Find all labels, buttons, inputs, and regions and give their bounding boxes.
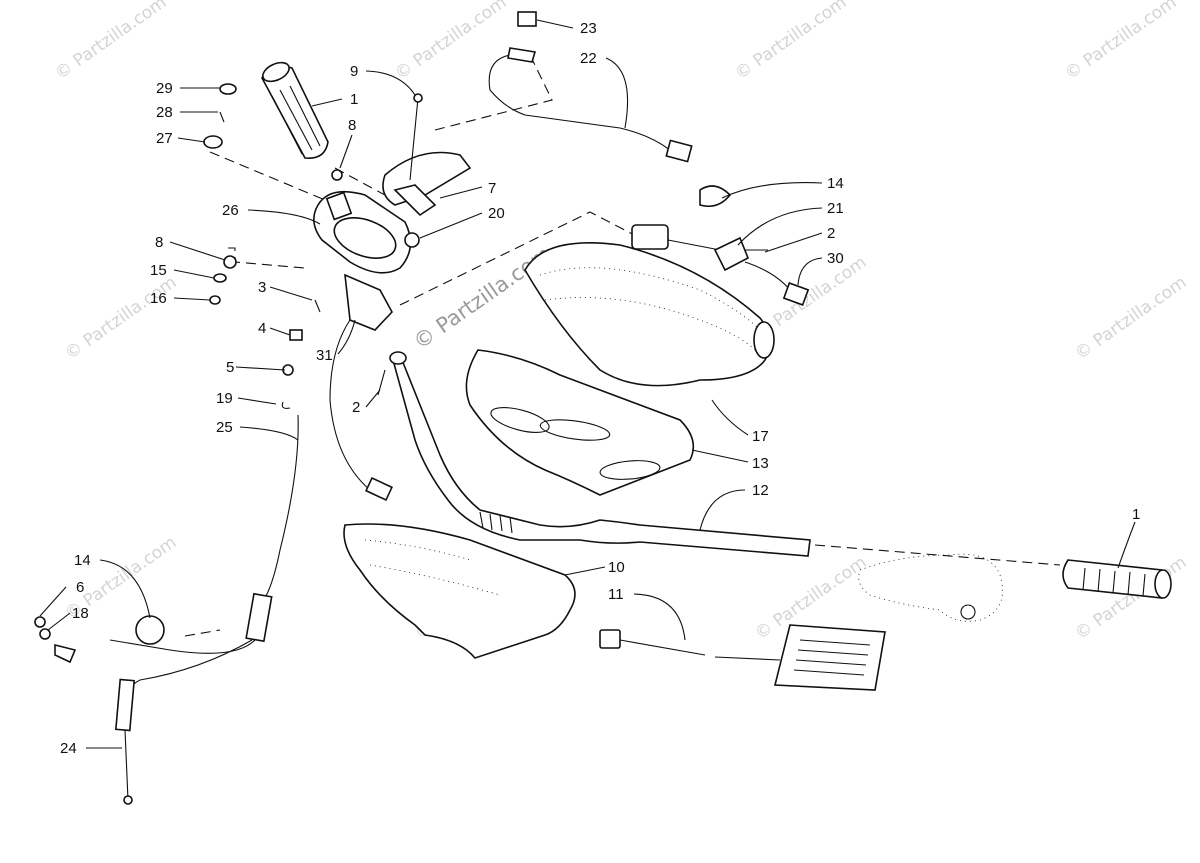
callout-9: 9 [350,63,358,80]
watermark: © Partzilla.com [61,272,180,364]
callout-18: 18 [72,605,89,622]
harness-right [631,185,810,306]
pad-17 [524,242,775,387]
hardware [203,83,386,409]
callout-10: 10 [608,559,625,576]
callout-29: 29 [156,80,173,97]
callout-24: 24 [60,740,77,757]
callout-15: 15 [150,262,167,279]
callout-16: 16 [150,290,167,307]
watermark: © Partzilla.com [1061,0,1180,84]
callout-11: 11 [608,586,624,603]
throttle-cable [34,414,299,805]
callout-14: 14 [827,175,844,192]
callout-23: 23 [580,20,597,37]
callouts: 29 28 27 1 9 8 23 22 7 26 20 14 21 2 30 … [60,20,1140,757]
callout-7: 7 [488,180,496,197]
callout-25: 25 [216,419,233,436]
callout-13: 13 [752,455,769,472]
throttle-lever [382,93,472,248]
callout-3: 3 [258,279,266,296]
grip-left [261,61,329,159]
callout-6: 6 [76,579,84,596]
callout-8: 8 [348,117,356,134]
callout-1: 1 [350,91,358,108]
watermark: © Partzilla.com [731,0,850,84]
callout-8: 8 [155,234,163,251]
callout-17: 17 [752,428,769,445]
watermark: © Partzilla.com [51,0,170,84]
callout-19: 19 [216,390,233,407]
callout-5: 5 [226,359,234,376]
callout-22: 22 [580,50,597,67]
callout-21: 21 [827,200,844,217]
callout-20: 20 [488,205,505,222]
leader-lines [39,19,1136,749]
brake-mount [858,553,1003,622]
callout-28: 28 [156,104,173,121]
pad-13 [465,349,695,496]
callout-4: 4 [258,320,266,337]
throttle-housing [313,190,412,274]
warmer-11 [599,624,886,691]
switch-harness [329,273,393,502]
callout-30: 30 [827,250,844,267]
callout-1: 1 [1132,506,1140,523]
assembly-lines [184,54,1061,637]
callout-26: 26 [222,202,239,219]
callout-27: 27 [156,130,173,147]
watermark: © Partzilla.com [1071,272,1190,364]
grip-right [1062,559,1172,599]
callout-12: 12 [752,482,769,499]
harness-top [488,11,693,163]
callout-31: 31 [316,347,333,364]
callout-2: 2 [827,225,835,242]
callout-2: 2 [352,399,360,416]
callout-14: 14 [74,552,91,569]
watermark: © Partzilla.com [391,0,510,84]
pad-10 [343,523,576,659]
handlebar-12 [389,351,811,557]
